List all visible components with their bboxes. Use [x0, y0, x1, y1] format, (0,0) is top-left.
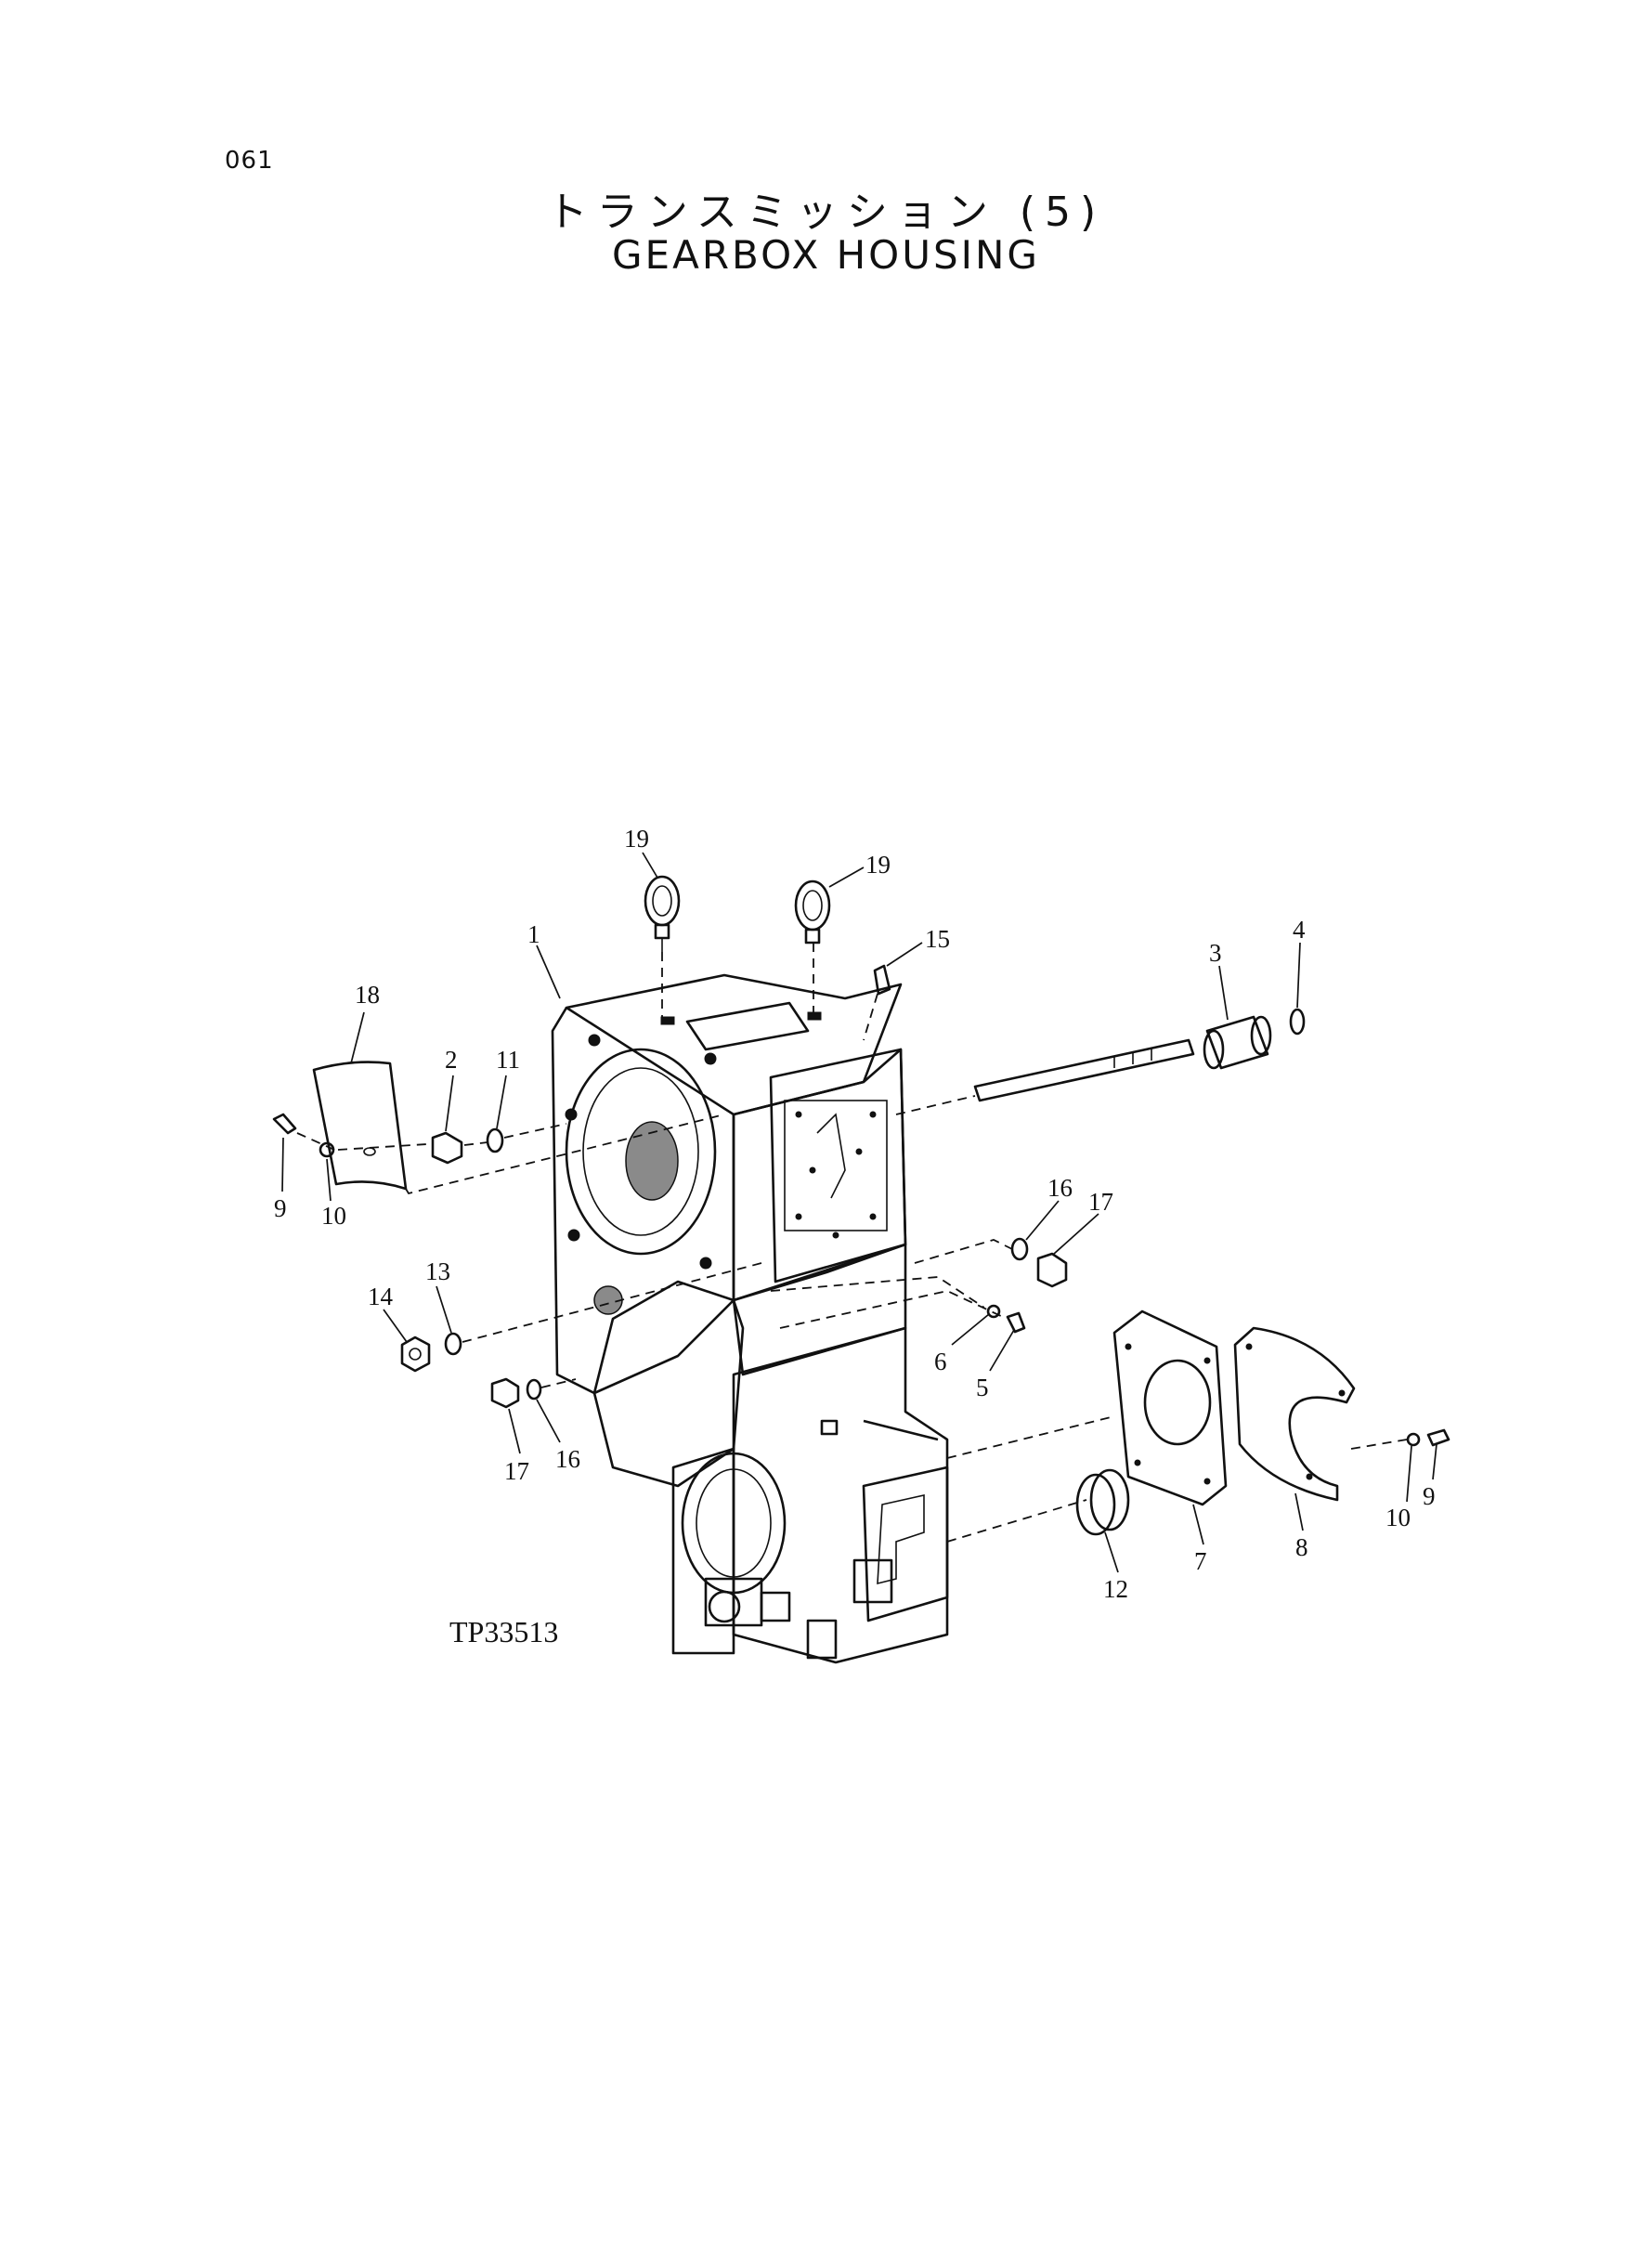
ring-16-right	[1010, 1237, 1029, 1261]
plug-14	[400, 1335, 431, 1373]
page-number: 061	[225, 147, 274, 175]
drawing-code: TP33513	[449, 1615, 558, 1648]
gearbox-housing-body	[551, 973, 949, 1664]
callout-7: 7	[1194, 1547, 1207, 1575]
plug-15	[873, 964, 891, 996]
lifting-eye-left	[644, 875, 681, 952]
plug-17-left	[490, 1377, 520, 1409]
callout-19-right: 19	[865, 851, 891, 879]
title-english: GEARBOX HOUSING	[612, 232, 1040, 278]
shaft	[973, 1038, 1195, 1102]
callout-16-left: 16	[555, 1445, 580, 1473]
screw-9-left	[272, 1113, 297, 1135]
callout-3: 3	[1209, 939, 1222, 967]
callout-1: 1	[527, 920, 540, 948]
callout-13: 13	[425, 1257, 450, 1285]
callout-2: 2	[445, 1046, 458, 1074]
ring-11	[486, 1127, 504, 1153]
cap-12	[1075, 1468, 1130, 1536]
ring-13	[444, 1332, 462, 1356]
callout-19-left: 19	[624, 825, 649, 853]
callout-9-left: 9	[274, 1194, 287, 1222]
plate-7	[1112, 1309, 1228, 1506]
ring-16-left	[526, 1378, 542, 1401]
callout-15: 15	[925, 925, 950, 953]
callout-8: 8	[1295, 1533, 1308, 1561]
callout-4: 4	[1293, 916, 1306, 944]
callout-5: 5	[976, 1374, 989, 1401]
title-japanese: トランスミッション (5)	[546, 189, 1106, 236]
callout-10-right: 10	[1385, 1504, 1411, 1531]
callout-14: 14	[368, 1283, 394, 1310]
callout-11: 11	[496, 1046, 520, 1074]
washer-10-right	[1406, 1432, 1421, 1447]
ring-4	[1289, 1008, 1306, 1036]
washer-10-left	[319, 1141, 335, 1158]
plug-2	[431, 1131, 463, 1165]
plug-17-right	[1036, 1252, 1068, 1288]
cover-8	[1233, 1326, 1356, 1502]
sleeve-3	[1203, 1015, 1272, 1070]
plug-6	[986, 1304, 1001, 1319]
callout-10-left: 10	[321, 1202, 346, 1230]
callout-9-right: 9	[1423, 1482, 1436, 1510]
callout-12: 12	[1103, 1575, 1128, 1603]
leader-lines	[281, 852, 1437, 1573]
callout-16-right: 16	[1047, 1174, 1073, 1202]
callout-17-right: 17	[1088, 1188, 1113, 1216]
screw-9-right	[1426, 1428, 1450, 1447]
plug-5	[1006, 1311, 1026, 1334]
callout-17-left: 17	[504, 1457, 529, 1485]
callout-18: 18	[355, 981, 380, 1009]
lifting-eye-right	[794, 879, 831, 945]
callout-6: 6	[934, 1348, 947, 1375]
